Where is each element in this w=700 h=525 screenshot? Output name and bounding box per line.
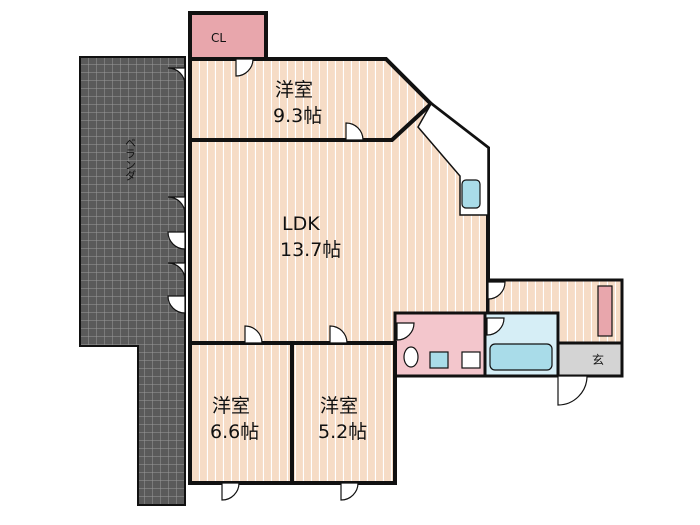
ldk-name: LDK xyxy=(282,213,320,235)
door-bottom-right xyxy=(340,482,359,501)
western-top-name: 洋室 xyxy=(275,79,313,101)
entrance-label: 玄 xyxy=(592,352,604,367)
door-bottom-left xyxy=(221,482,240,501)
sink-icon xyxy=(461,179,481,209)
shoe-closet xyxy=(597,285,613,337)
veranda-label: ベランダ xyxy=(124,137,137,181)
room-western-right: 洋室 5.2帖 xyxy=(290,341,397,485)
room-ldk: LDK 13.7帖 xyxy=(188,101,490,345)
door-swings xyxy=(167,58,588,501)
door-entrance xyxy=(557,375,588,406)
washbasin-icon xyxy=(429,351,449,369)
room-western-left: 洋室 6.6帖 xyxy=(188,341,294,485)
door-veranda-top xyxy=(167,67,186,86)
veranda: ベランダ xyxy=(79,56,186,506)
door-toilet xyxy=(396,322,415,341)
door-hallway xyxy=(487,281,506,300)
ldk-size: 13.7帖 xyxy=(280,239,341,261)
door-western-top xyxy=(345,122,364,141)
room-western-top: 洋室 9.3帖 xyxy=(188,57,434,142)
door-veranda-1 xyxy=(167,196,186,215)
western-left-size: 6.6帖 xyxy=(210,421,259,443)
door-veranda-3 xyxy=(167,262,186,281)
bathtub-icon xyxy=(489,343,553,371)
door-western-left xyxy=(244,325,263,344)
door-veranda-4 xyxy=(167,295,186,314)
door-western-right xyxy=(329,325,348,344)
toilet-icon xyxy=(403,346,419,368)
western-right-name: 洋室 xyxy=(320,395,358,417)
western-top-size: 9.3帖 xyxy=(273,105,322,127)
western-left-name: 洋室 xyxy=(212,395,250,417)
washer-icon xyxy=(461,351,481,369)
western-right-size: 5.2帖 xyxy=(318,421,367,443)
closet-cl: CL xyxy=(188,11,268,61)
entrance: 玄 xyxy=(556,341,624,378)
door-veranda-2 xyxy=(167,231,186,250)
door-cl xyxy=(235,58,254,77)
door-bath xyxy=(486,317,505,336)
closet-label: CL xyxy=(211,31,226,45)
